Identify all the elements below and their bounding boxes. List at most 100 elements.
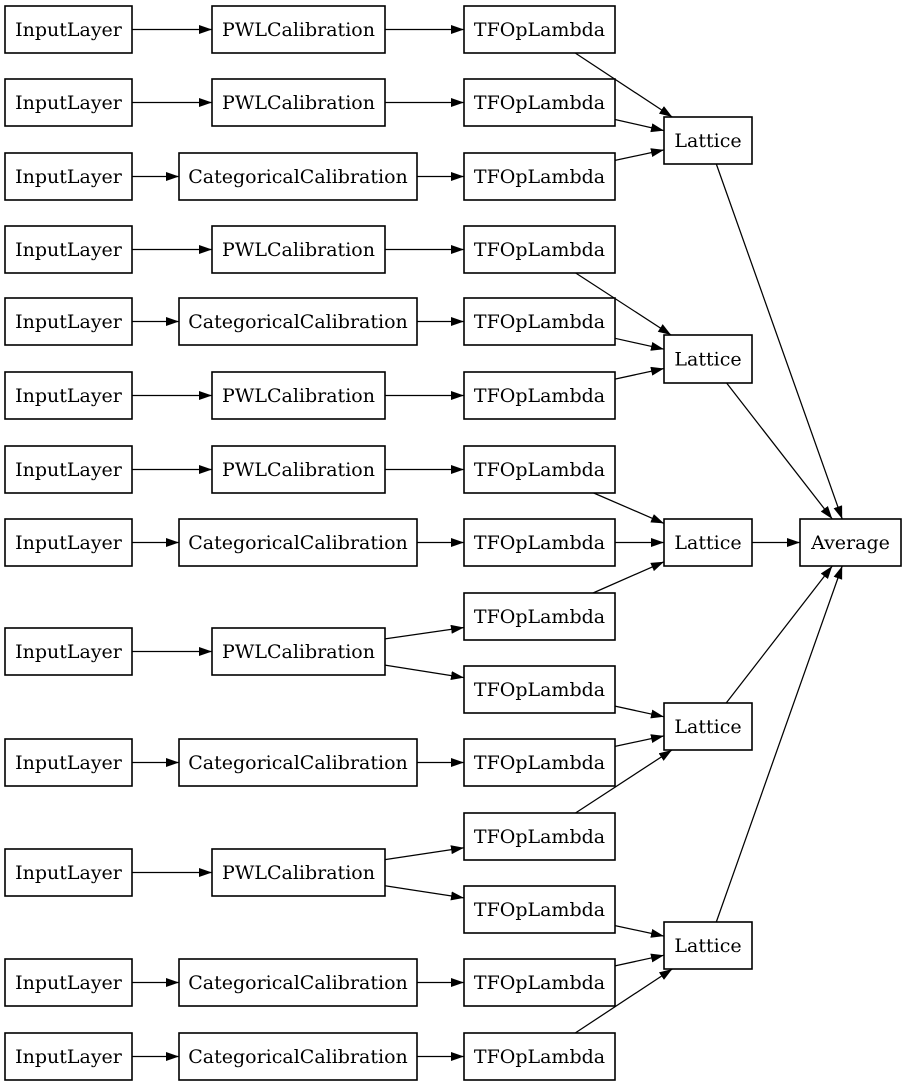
node-box bbox=[463, 297, 616, 346]
node-box bbox=[463, 5, 616, 54]
node-label: InputLayer bbox=[15, 1046, 123, 1068]
node-box bbox=[4, 627, 133, 676]
node-lattice-2: Lattice bbox=[663, 334, 753, 384]
edge-tfop-11-to-lattice-4 bbox=[614, 705, 665, 719]
node-box bbox=[463, 812, 616, 861]
node-label: TFOpLambda bbox=[474, 166, 605, 188]
node-input-14: InputLayer bbox=[4, 848, 133, 897]
node-box bbox=[463, 518, 616, 567]
edge-tfop-15-to-lattice-5 bbox=[614, 924, 665, 938]
node-box bbox=[663, 921, 753, 970]
node-box bbox=[4, 848, 133, 897]
node-lattice-5: Lattice bbox=[663, 921, 753, 970]
node-pwl-6: PWLCalibration bbox=[211, 371, 386, 420]
node-box bbox=[178, 297, 418, 346]
node-label: PWLCalibration bbox=[222, 641, 375, 663]
node-label: InputLayer bbox=[15, 972, 123, 994]
node-box bbox=[4, 225, 133, 274]
node-label: TFOpLambda bbox=[474, 532, 605, 554]
node-label: InputLayer bbox=[15, 92, 123, 114]
node-box bbox=[178, 518, 418, 567]
edge-tfop-6-to-lattice-2 bbox=[614, 366, 665, 380]
node-cat-12: CategoricalCalibration bbox=[178, 738, 418, 787]
node-label: TFOpLambda bbox=[474, 92, 605, 114]
node-label: PWLCalibration bbox=[222, 19, 375, 41]
node-tfop-16: TFOpLambda bbox=[463, 958, 616, 1007]
node-cat-17: CategoricalCalibration bbox=[178, 1032, 418, 1081]
node-tfop-2: TFOpLambda bbox=[463, 78, 616, 127]
node-label: TFOpLambda bbox=[474, 972, 605, 994]
node-box bbox=[663, 702, 753, 751]
node-box bbox=[663, 116, 753, 165]
node-box bbox=[463, 152, 616, 201]
edge-lattice-1-to-average bbox=[715, 163, 843, 520]
node-label: PWLCalibration bbox=[222, 459, 375, 481]
node-box bbox=[663, 518, 753, 567]
node-label: InputLayer bbox=[15, 239, 123, 261]
node-pwl-10: PWLCalibration bbox=[211, 627, 386, 676]
edges-layer bbox=[132, 25, 843, 1061]
edge-lattice-5-to-average bbox=[715, 565, 843, 923]
edge-pwl-14-to-tfop-15 bbox=[384, 885, 465, 901]
node-cat-8: CategoricalCalibration bbox=[178, 518, 418, 567]
node-box bbox=[178, 958, 418, 1007]
edge-tfop-9-to-lattice-3 bbox=[592, 561, 665, 594]
node-label: Lattice bbox=[674, 935, 741, 957]
node-box bbox=[463, 592, 616, 641]
edge-tfop-4-to-lattice-2 bbox=[575, 272, 672, 336]
node-cat-3: CategoricalCalibration bbox=[178, 152, 418, 201]
node-pwl-4: PWLCalibration bbox=[211, 225, 386, 274]
edge-tfop-13-to-lattice-4 bbox=[575, 749, 673, 814]
node-box bbox=[463, 738, 616, 787]
node-box bbox=[799, 518, 902, 567]
node-input-17: InputLayer bbox=[4, 1032, 133, 1081]
edge-tfop-3-to-lattice-1 bbox=[614, 148, 665, 162]
node-lattice-1: Lattice bbox=[663, 116, 753, 165]
node-input-5: InputLayer bbox=[4, 297, 133, 346]
node-label: InputLayer bbox=[15, 311, 123, 333]
node-tfop-3: TFOpLambda bbox=[463, 152, 616, 201]
edge-tfop-7-to-lattice-3 bbox=[593, 492, 665, 524]
node-box bbox=[211, 445, 386, 494]
node-box bbox=[178, 1032, 418, 1081]
node-pwl-14: PWLCalibration bbox=[211, 848, 386, 897]
edge-lattice-2-to-average bbox=[726, 382, 833, 520]
node-label: Lattice bbox=[674, 130, 741, 152]
node-pwl-7: PWLCalibration bbox=[211, 445, 386, 494]
node-label: TFOpLambda bbox=[474, 752, 605, 774]
edge-tfop-16-to-lattice-5 bbox=[614, 953, 665, 967]
node-cat-16: CategoricalCalibration bbox=[178, 958, 418, 1007]
edge-tfop-5-to-lattice-2 bbox=[614, 337, 665, 351]
node-label: TFOpLambda bbox=[474, 459, 605, 481]
node-label: CategoricalCalibration bbox=[188, 166, 408, 188]
node-label: InputLayer bbox=[15, 752, 123, 774]
node-tfop-13: TFOpLambda bbox=[463, 812, 616, 861]
node-label: TFOpLambda bbox=[474, 679, 605, 701]
node-box bbox=[663, 334, 753, 384]
node-tfop-1: TFOpLambda bbox=[463, 5, 616, 54]
node-tfop-15: TFOpLambda bbox=[463, 885, 616, 934]
node-tfop-9: TFOpLambda bbox=[463, 592, 616, 641]
node-label: TFOpLambda bbox=[474, 385, 605, 407]
node-input-16: InputLayer bbox=[4, 958, 133, 1007]
node-label: TFOpLambda bbox=[474, 19, 605, 41]
node-box bbox=[463, 371, 616, 420]
node-box bbox=[211, 627, 386, 676]
node-lattice-3: Lattice bbox=[663, 518, 753, 567]
node-label: Lattice bbox=[674, 349, 741, 371]
node-label: InputLayer bbox=[15, 459, 123, 481]
node-average: Average bbox=[799, 518, 902, 567]
node-pwl-2: PWLCalibration bbox=[211, 78, 386, 127]
node-pwl-1: PWLCalibration bbox=[211, 5, 386, 54]
edge-pwl-14-to-tfop-13 bbox=[384, 845, 465, 861]
node-input-1: InputLayer bbox=[4, 5, 133, 54]
node-label: PWLCalibration bbox=[222, 385, 375, 407]
node-tfop-5: TFOpLambda bbox=[463, 297, 616, 346]
node-label: CategoricalCalibration bbox=[188, 752, 408, 774]
node-label: TFOpLambda bbox=[474, 606, 605, 628]
node-box bbox=[211, 5, 386, 54]
edge-tfop-12-to-lattice-4 bbox=[614, 734, 665, 748]
node-box bbox=[4, 152, 133, 201]
